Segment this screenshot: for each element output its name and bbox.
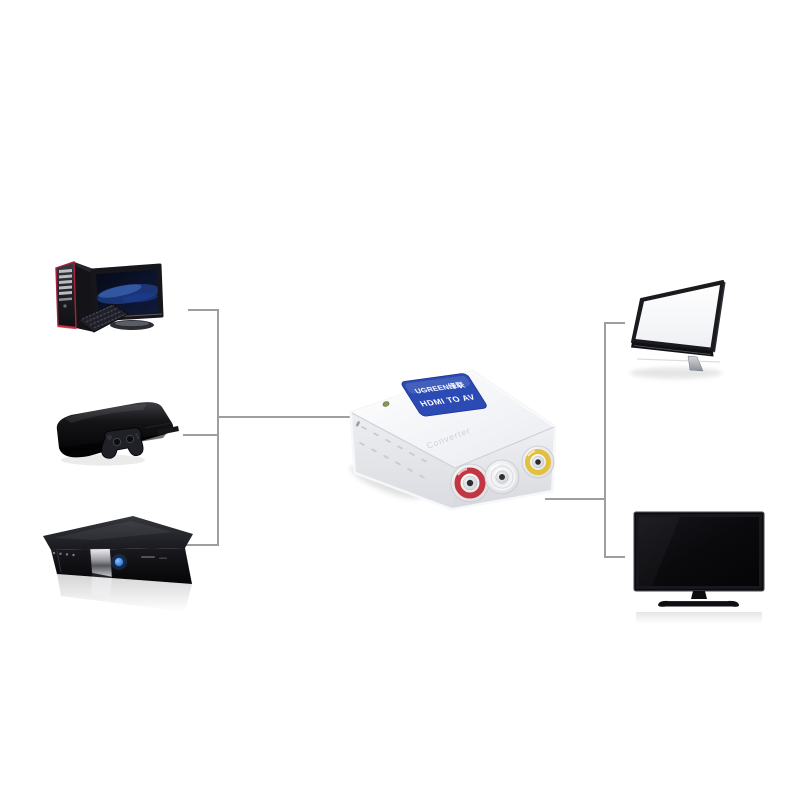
desktop-pc-icon [55, 261, 164, 333]
converter-vents [359, 426, 427, 479]
dvd-chrome-panel [89, 548, 113, 578]
dvd-indicator-lights [52, 551, 75, 557]
tv-stand [658, 591, 740, 607]
console-shadow [61, 454, 145, 466]
tv-reflection [636, 612, 762, 624]
dvd-body [43, 516, 193, 584]
power-port [355, 421, 360, 427]
line-left-stub-bottom [179, 544, 218, 546]
monitor-shadow [630, 367, 722, 379]
rca-jack-yellow [521, 445, 555, 479]
line-right-stub-bottom [604, 556, 625, 558]
dvd-power-button [111, 554, 127, 570]
rca-jack-white [484, 459, 520, 495]
dvd-logo [141, 556, 167, 559]
tv-icon [633, 511, 765, 624]
monitor-stand [687, 355, 704, 372]
computer-monitor-icon [630, 280, 726, 379]
monitor-screen [635, 285, 720, 348]
power-led-icon [382, 401, 390, 407]
monitor-frame [631, 280, 726, 357]
line-left-vertical [217, 309, 219, 546]
line-right-stub-top [604, 322, 625, 324]
rca-jack-red [450, 463, 490, 503]
line-left-main [217, 416, 351, 418]
line-left-stub-middle [183, 434, 218, 436]
line-right-vertical [604, 322, 606, 558]
gamepad-icon [101, 427, 144, 459]
pc-keyboard [77, 303, 130, 333]
dvd-reflection [57, 573, 192, 612]
brand-label: UGREEN绿联 HDMI TO AV [401, 373, 487, 417]
tv-frame [633, 511, 765, 592]
line-left-stub-top [188, 309, 218, 311]
game-console-icon [56, 402, 179, 466]
tv-screen [639, 517, 759, 586]
dvd-player-icon [43, 516, 193, 612]
line-right-main [545, 498, 605, 500]
hdmi-av-converter: UGREEN绿联 HDMI TO AV Converter [349, 369, 557, 511]
